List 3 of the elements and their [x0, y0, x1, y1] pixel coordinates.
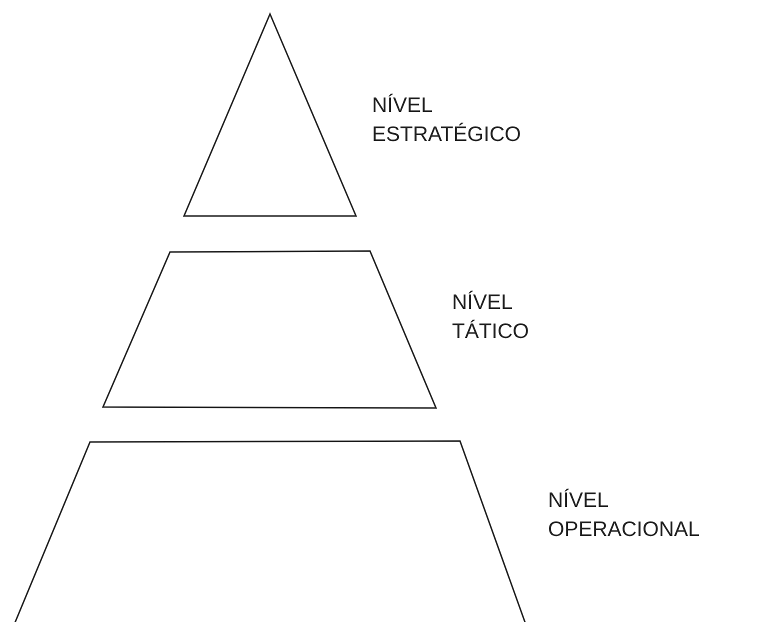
level-label: NÍVEL ESTRATÉGICO [372, 92, 521, 148]
level-label: NÍVEL TÁTICO [452, 290, 529, 345]
level-label: NÍVEL OPERACIONAL [548, 488, 700, 543]
